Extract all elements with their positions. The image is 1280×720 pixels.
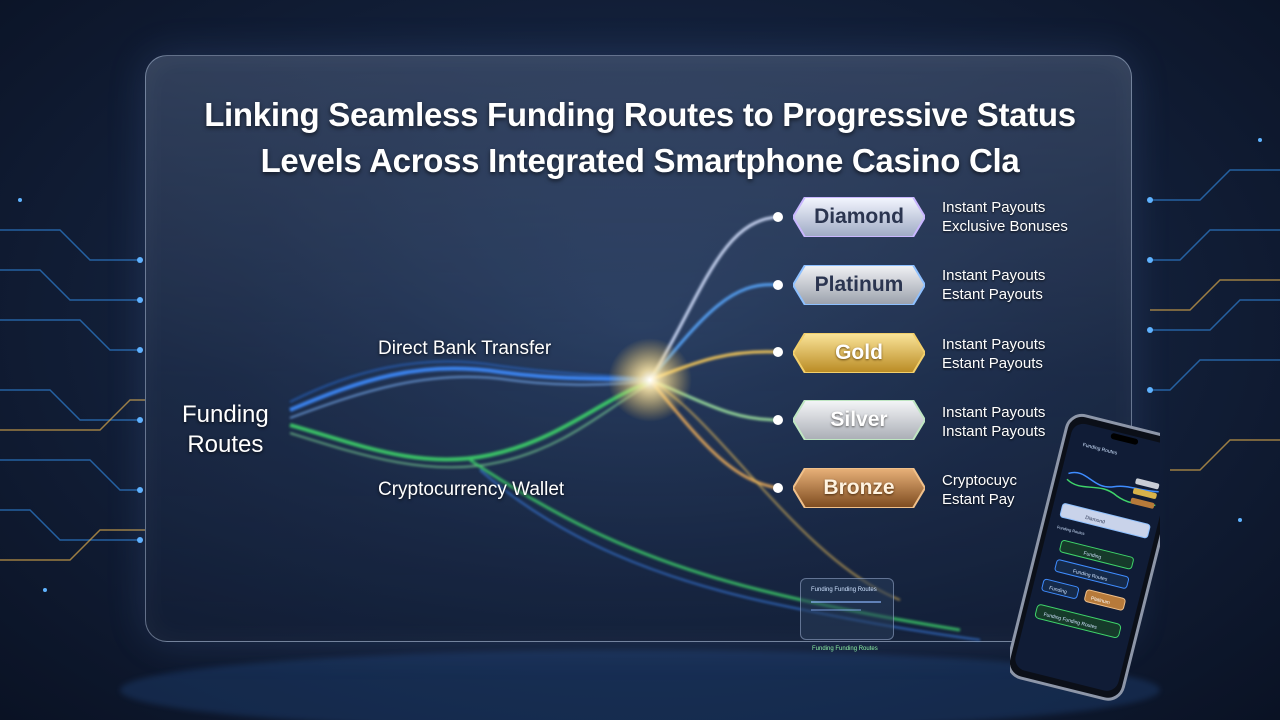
diamond-node (773, 212, 783, 222)
perk: Instant Payouts (942, 267, 1046, 284)
perk: Instant Payouts (942, 199, 1046, 216)
tier-bronze: Bronze (793, 468, 925, 508)
perk: Estant Payouts (942, 355, 1043, 372)
tier-label: Diamond (814, 205, 904, 228)
perks-platinum: Instant Payouts Estant Payouts (942, 266, 1045, 304)
perk: Estant Pay (942, 491, 1015, 508)
tier-label: Platinum (814, 273, 904, 296)
phone-item: Funding (1048, 585, 1067, 595)
perk: Exclusive Bonuses (942, 218, 1068, 235)
perks-gold: Instant Payouts Estant Payouts (942, 335, 1045, 373)
perk: Cryptocuyc (942, 472, 1018, 489)
mini-card-caption: Funding Funding Routes (812, 646, 878, 652)
tier-diamond: Diamond (793, 197, 925, 237)
tier-label: Silver (830, 408, 888, 431)
phone-item: Platinum (1090, 596, 1110, 607)
perks-silver: Instant Payouts Instant Payouts (942, 403, 1045, 441)
funding-label-line-1: Funding (182, 401, 269, 428)
bank-stream (289, 366, 651, 412)
perks-bronze: Cryptocuyc Estant Pay (942, 471, 1017, 509)
perks-diamond: Instant Payouts Exclusive Bonuses (942, 198, 1068, 236)
gold-node (773, 347, 783, 357)
perk: Estant Payouts (942, 286, 1043, 303)
silver-node (773, 415, 783, 425)
funding-routes-label: Funding Routes (182, 400, 269, 460)
perk: Instant Payouts (942, 404, 1046, 421)
tier-platinum: Platinum (793, 265, 925, 305)
platinum-node (773, 280, 783, 290)
mini-card-label: Funding Funding Routes (811, 587, 877, 593)
route-bank-transfer: Direct Bank Transfer (378, 338, 552, 359)
bronze-node (773, 483, 783, 493)
page-title: Linking Seamless Funding Routes to Progr… (180, 92, 1100, 184)
perk: Instant Payouts (942, 423, 1046, 440)
tier-label: Gold (835, 341, 883, 364)
tier-label: Bronze (823, 476, 895, 499)
smartphone: Funding Routes Diamond Funding Routes Fu… (1010, 413, 1160, 701)
title-line-1: Linking Seamless Funding Routes to Progr… (204, 96, 1076, 133)
crypto-stream (289, 380, 651, 462)
route-crypto-wallet: Cryptocurrency Wallet (378, 479, 565, 500)
mini-info-card: Funding Funding Routes (800, 578, 894, 640)
phone-item: Funding (1083, 551, 1102, 561)
tier-gold: Gold (793, 333, 925, 373)
phone-item: Diamond (1084, 515, 1105, 526)
title-line-2: Levels Across Integrated Smartphone Casi… (260, 142, 1020, 179)
tier-silver: Silver (793, 400, 925, 440)
perk: Instant Payouts (942, 336, 1046, 353)
phone-item: Funding Routes (1057, 524, 1086, 536)
funding-label-line-2: Routes (187, 431, 264, 458)
